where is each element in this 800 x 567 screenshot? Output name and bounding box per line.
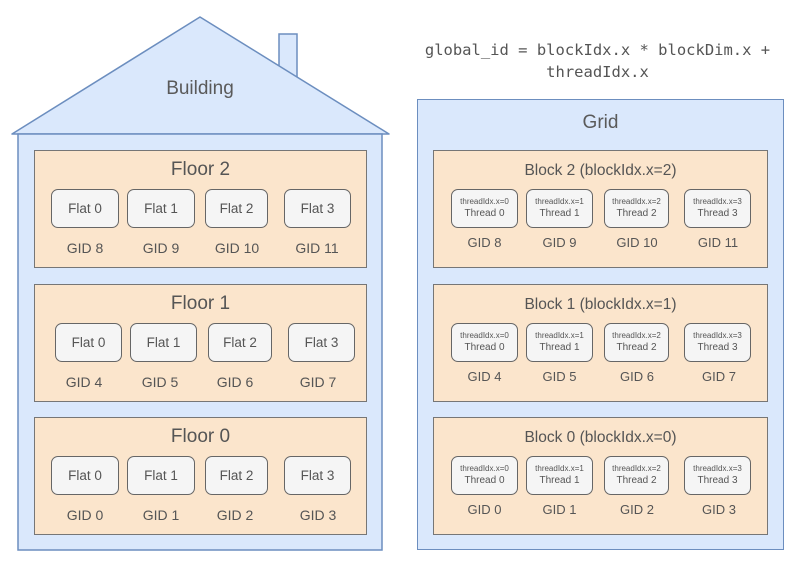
thread-name: Thread 3 [697,475,738,486]
thread-cell: threadIdx.x=2 Thread 2 [604,456,669,495]
gid-label: GID 4 [467,369,502,384]
flat-cell: Flat 2 [208,323,272,362]
thread-index: threadIdx.x=1 [535,331,584,340]
gid-label: GID 3 [702,502,736,517]
gid-label: GID 11 [697,235,739,250]
thread-index: threadIdx.x=2 [612,464,661,473]
formula-line-2: threadIdx.x [546,63,649,81]
flat-cell: Flat 2 [205,456,268,495]
gid-label: GID 7 [299,374,337,390]
thread-name: Thread 2 [616,475,657,486]
gid-label: GID 4 [65,374,103,390]
gid-label: GID 1 [542,502,577,517]
gid-label: GID 8 [467,235,502,250]
thread-index: threadIdx.x=0 [460,464,509,473]
block-title: Block 0 (blockIdx.x=0) [524,429,677,446]
thread-cell: threadIdx.x=1 Thread 1 [526,456,593,495]
global-id-formula: global_id = blockIdx.x * blockDim.x + th… [405,39,790,83]
gid-label: GID 2 [620,502,654,517]
formula-line-1: global_id = blockIdx.x * blockDim.x + [424,41,771,59]
thread-index: threadIdx.x=2 [612,331,661,340]
thread-index: threadIdx.x=1 [535,197,584,206]
gid-label: GID 1 [142,507,180,523]
thread-name: Thread 3 [697,342,738,353]
thread-index: threadIdx.x=3 [693,331,742,340]
thread-index: threadIdx.x=3 [693,197,742,206]
gid-label: GID 10 [616,235,658,250]
gid-label: GID 11 [295,240,339,256]
thread-name: Thread 0 [464,475,505,486]
thread-cell: threadIdx.x=1 Thread 1 [526,323,593,362]
thread-name: Thread 2 [616,342,657,353]
flat-cell: Flat 1 [127,189,195,228]
flat-cell: Flat 3 [284,189,351,228]
thread-index: threadIdx.x=2 [612,197,661,206]
gid-label: GID 5 [141,374,179,390]
gid-label: GID 0 [467,502,502,517]
building-title: Building [166,78,234,99]
floor-title: Floor 1 [170,293,231,314]
gid-label: GID 3 [299,507,337,523]
flat-cell: Flat 1 [130,323,197,362]
flat-cell: Flat 2 [205,189,268,228]
thread-name: Thread 3 [697,208,738,219]
gid-label: GID 10 [214,240,260,256]
grid-title: Grid [582,112,619,133]
thread-name: Thread 1 [539,342,580,353]
gid-label: GID 6 [620,369,654,384]
gid-label: GID 9 [142,240,180,256]
thread-cell: threadIdx.x=2 Thread 2 [604,323,669,362]
thread-cell: threadIdx.x=2 Thread 2 [604,189,669,228]
flat-cell: Flat 0 [51,189,119,228]
thread-index: threadIdx.x=1 [535,464,584,473]
gid-label: GID 0 [66,507,104,523]
gid-label: GID 6 [216,374,254,390]
thread-cell: threadIdx.x=0 Thread 0 [451,323,518,362]
thread-index: threadIdx.x=3 [693,464,742,473]
floor-title: Floor 2 [170,159,231,180]
block-title: Block 1 (blockIdx.x=1) [524,296,677,313]
thread-cell: threadIdx.x=3 Thread 3 [684,323,751,362]
thread-cell: threadIdx.x=3 Thread 3 [684,189,751,228]
gid-label: GID 7 [702,369,736,384]
gid-label: GID 5 [542,369,577,384]
block-title: Block 2 (blockIdx.x=2) [524,162,677,179]
thread-index: threadIdx.x=0 [460,197,509,206]
gid-label: GID 8 [66,240,104,256]
thread-name: Thread 1 [539,208,580,219]
thread-name: Thread 0 [464,208,505,219]
thread-name: Thread 1 [539,475,580,486]
building-roof [11,16,390,135]
thread-cell: threadIdx.x=0 Thread 0 [451,189,518,228]
thread-index: threadIdx.x=0 [460,331,509,340]
floor-title: Floor 0 [170,426,231,447]
gid-label: GID 9 [542,235,577,250]
thread-name: Thread 2 [616,208,657,219]
thread-cell: threadIdx.x=0 Thread 0 [451,456,518,495]
thread-cell: threadIdx.x=1 Thread 1 [526,189,593,228]
flat-cell: Flat 3 [288,323,355,362]
gid-label: GID 2 [216,507,254,523]
flat-cell: Flat 0 [55,323,122,362]
thread-cell: threadIdx.x=3 Thread 3 [684,456,751,495]
thread-name: Thread 0 [464,342,505,353]
flat-cell: Flat 3 [284,456,351,495]
flat-cell: Flat 0 [51,456,119,495]
flat-cell: Flat 1 [127,456,195,495]
